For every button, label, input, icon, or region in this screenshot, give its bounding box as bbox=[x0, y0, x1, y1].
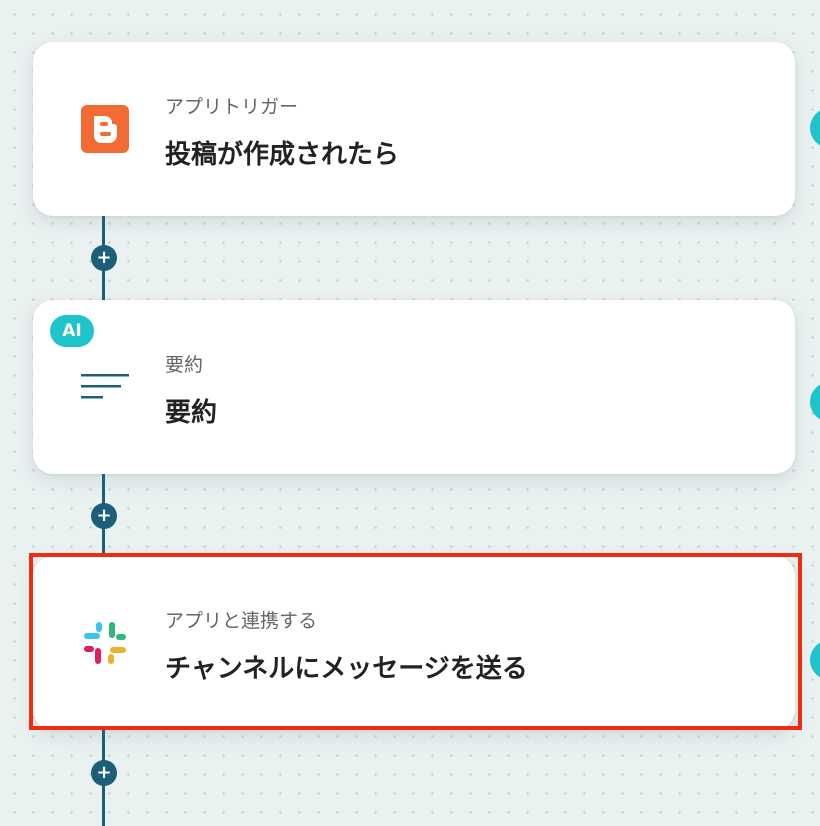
summary-lines-icon bbox=[81, 363, 129, 411]
step-card-trigger[interactable]: アプリトリガー 投稿が作成されたら bbox=[33, 42, 795, 216]
slack-icon bbox=[81, 619, 129, 667]
add-step-button[interactable]: + bbox=[91, 760, 117, 786]
step-type-label: アプリトリガー bbox=[165, 96, 299, 118]
step-side-handle[interactable] bbox=[810, 108, 820, 148]
step-title: 投稿が作成されたら bbox=[165, 140, 400, 170]
step-side-handle[interactable] bbox=[810, 382, 820, 422]
step-type-label: アプリと連携する bbox=[165, 610, 318, 632]
add-step-button[interactable]: + bbox=[91, 503, 117, 529]
step-card-summary[interactable]: 要約 要約 bbox=[33, 300, 795, 474]
step-side-handle[interactable] bbox=[810, 640, 820, 680]
step-title: チャンネルにメッセージを送る bbox=[165, 654, 528, 684]
step-type-label: 要約 bbox=[165, 354, 204, 376]
add-step-button[interactable]: + bbox=[91, 245, 117, 271]
ai-badge: AI bbox=[50, 315, 94, 347]
blogger-icon bbox=[81, 105, 129, 153]
step-title: 要約 bbox=[165, 398, 218, 428]
step-card-slack[interactable]: アプリと連携する チャンネルにメッセージを送る bbox=[33, 556, 795, 730]
